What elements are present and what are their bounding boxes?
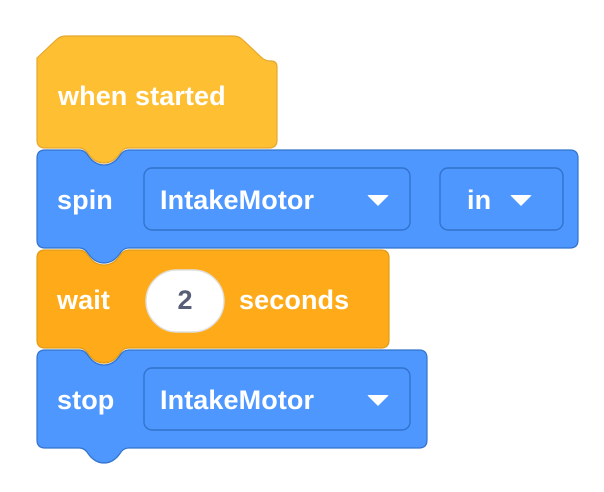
when-started-label: when started — [58, 81, 226, 111]
spin-direction-dropdown-field — [439, 167, 564, 231]
chevron-down-icon[interactable] — [367, 195, 389, 206]
chevron-down-icon[interactable] — [367, 395, 389, 406]
wait-label: wait — [57, 285, 110, 315]
stop-label: stop — [57, 385, 115, 415]
wait-duration-input-field — [145, 269, 225, 333]
block-stop[interactable] — [36, 349, 428, 464]
wait-seconds-label: seconds — [239, 285, 350, 315]
spin-direction-dropdown-value[interactable]: in — [467, 185, 492, 215]
chevron-down-icon[interactable] — [510, 195, 532, 206]
stop-motor-dropdown-value[interactable]: IntakeMotor — [160, 385, 315, 415]
stop-motor-dropdown-field — [143, 367, 411, 431]
wait-duration-input-value[interactable]: 2 — [177, 285, 193, 315]
block-spin[interactable] — [36, 149, 579, 264]
block-when-started[interactable] — [36, 35, 278, 164]
spin-label: spin — [57, 185, 113, 215]
block-wait[interactable] — [36, 249, 390, 364]
spin-motor-dropdown-value[interactable]: IntakeMotor — [160, 185, 315, 215]
spin-motor-dropdown-field — [143, 167, 411, 231]
